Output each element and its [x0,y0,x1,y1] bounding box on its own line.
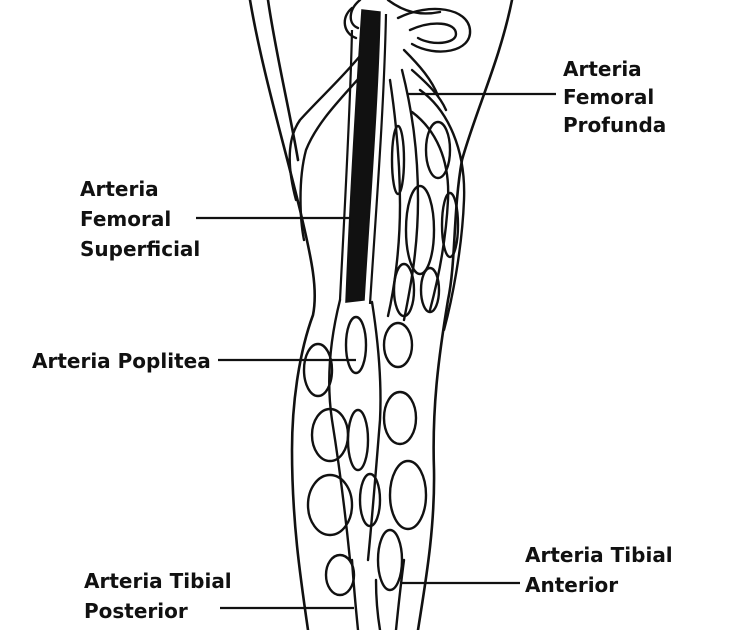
profunda-cell-3 [440,191,460,259]
leg-outer-contour-left [248,0,317,630]
profunda-cell-6 [419,266,441,314]
leader-lines [196,92,556,610]
posterior-tibial-vessel [350,558,360,630]
profunda-lateral-outer [418,88,466,332]
knee-cell-5 [382,390,418,446]
groin-branch-left-2 [349,0,362,30]
circumflex-branch-left [288,54,362,202]
leg-cell-5 [324,553,356,597]
peroneal-vessel [374,578,382,630]
popliteal-outer-left [327,298,352,562]
label-femoral-superficial-line1: Arteria [80,177,159,201]
anterior-tibial-vessel [394,558,406,630]
leg-cell-4 [376,528,404,592]
knee-cell-4 [310,407,350,463]
superficial-femoral-wall-left [338,29,354,301]
profunda-trunk-outer [400,68,420,322]
profunda-cell-1 [424,120,452,180]
leg-cell-3 [358,472,382,528]
leg-outer-contour-right [416,0,514,630]
label-femoral-superficial-line3: Superficial [80,237,200,261]
knee-genicular-network [302,298,428,630]
profunda-cell-5 [392,262,416,318]
leg-outline [248,0,514,630]
leg-cell-2 [388,459,428,531]
profunda-cell-2 [404,184,436,276]
label-tibial-posterior-line2: Posterior [84,599,188,623]
superficial-femoral-wall [368,13,388,305]
groin-loop-right-inner [408,22,458,45]
label-tibial-anterior-line1: Arteria Tibial [525,543,673,567]
thigh-inner-curve [266,0,300,162]
label-tibial-posterior-line1: Arteria Tibial [84,569,232,593]
groin-branch-left [343,6,358,40]
superficial-femoral-artery [345,9,381,303]
label-femoral-superficial-line2: Femoral [80,207,171,231]
label-poplitea: Arteria Poplitea [32,349,211,373]
knee-cell-2 [344,315,368,375]
knee-cell-1 [302,342,334,398]
label-femoral-profunda-line3: Profunda [563,113,666,137]
circumflex-branch-right-2 [410,68,448,112]
label-tibial-anterior-line2: Anterior [525,573,618,597]
popliteal-outer-right [366,300,382,562]
circumflex-branch-right [402,48,440,98]
leg-cell-1 [306,473,354,537]
groin-vessels [288,0,472,242]
groin-top-bar [386,0,442,15]
groin-loop-right [396,7,472,53]
circumflex-branch-left-2 [299,68,368,242]
profunda-network [386,68,466,332]
label-femoral-profunda-line1: Arteria [563,57,642,81]
profunda-cell-4 [390,124,406,196]
label-femoral-profunda-line2: Femoral [563,85,654,109]
knee-cell-6 [346,408,370,472]
knee-cell-3 [382,321,414,369]
